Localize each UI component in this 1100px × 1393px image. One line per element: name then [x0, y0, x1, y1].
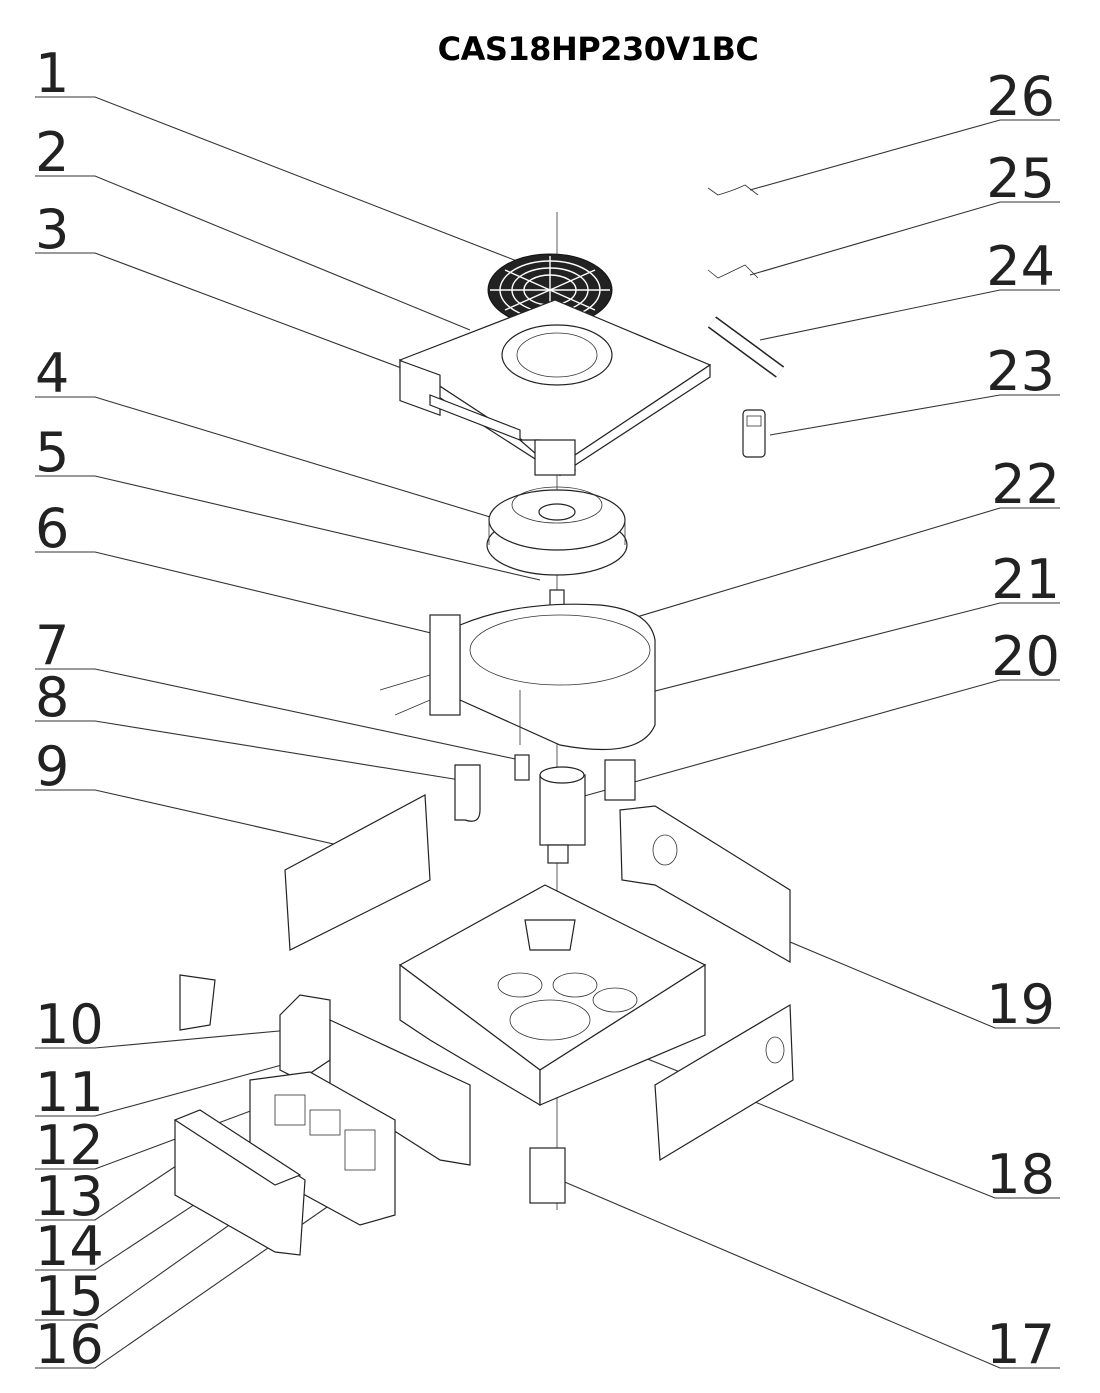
callout-18: 18 [986, 1143, 1055, 1206]
callout-13: 13 [35, 1165, 104, 1228]
callout-4: 4 [35, 342, 69, 405]
callout-22: 22 [991, 453, 1060, 516]
callout-8: 8 [35, 666, 69, 729]
part-2-3-top-panel [398, 299, 712, 477]
part-18-chassis [398, 884, 707, 1107]
callout-5: 5 [35, 421, 69, 484]
callout-17: 17 [986, 1313, 1055, 1376]
part-14-16-electric-box [173, 1109, 306, 1256]
part-20-bracket [604, 759, 636, 801]
callout-12: 12 [35, 1114, 104, 1177]
part-25-wire [707, 264, 759, 279]
part-10-11-cover [279, 994, 471, 1166]
callout-15: 15 [35, 1265, 104, 1328]
callout-14: 14 [35, 1215, 104, 1278]
callout-10: 10 [35, 993, 104, 1056]
callout-numbers: 1 2 3 4 5 6 7 8 9 10 11 12 13 14 15 16 1… [35, 42, 1060, 1376]
part-7-8-drain-pump [454, 754, 586, 864]
callout-2: 2 [35, 121, 69, 184]
callout-20: 20 [991, 625, 1060, 688]
part-26-wire [707, 184, 759, 196]
part-17-bracket [529, 1147, 566, 1204]
part-24-drain-hose [707, 316, 785, 378]
callout-24: 24 [986, 235, 1055, 298]
part-9-side-panel [284, 794, 431, 951]
diagram-title: CAS18HP230V1BC [437, 30, 759, 68]
callout-1: 1 [35, 42, 69, 105]
callout-16: 16 [35, 1313, 104, 1376]
callout-7: 7 [35, 614, 69, 677]
callout-9: 9 [35, 735, 69, 798]
callout-6: 6 [35, 497, 69, 560]
part-19-side-panel [619, 805, 791, 964]
callout-26: 26 [986, 65, 1055, 128]
part-21-evaporator-coil [459, 603, 656, 751]
part-6-piping [379, 614, 461, 716]
part-10-bracket [179, 974, 216, 1031]
callout-3: 3 [35, 198, 69, 261]
callout-25: 25 [986, 147, 1055, 210]
callout-23: 23 [986, 340, 1055, 403]
part-4-5-blower-wheel [486, 486, 628, 576]
callout-21: 21 [991, 548, 1060, 611]
leader-lines [35, 96, 1060, 1369]
callout-11: 11 [35, 1061, 104, 1124]
side-panel-right [654, 1003, 794, 1162]
callout-19: 19 [986, 973, 1055, 1036]
part-23-remote-control [742, 409, 766, 458]
